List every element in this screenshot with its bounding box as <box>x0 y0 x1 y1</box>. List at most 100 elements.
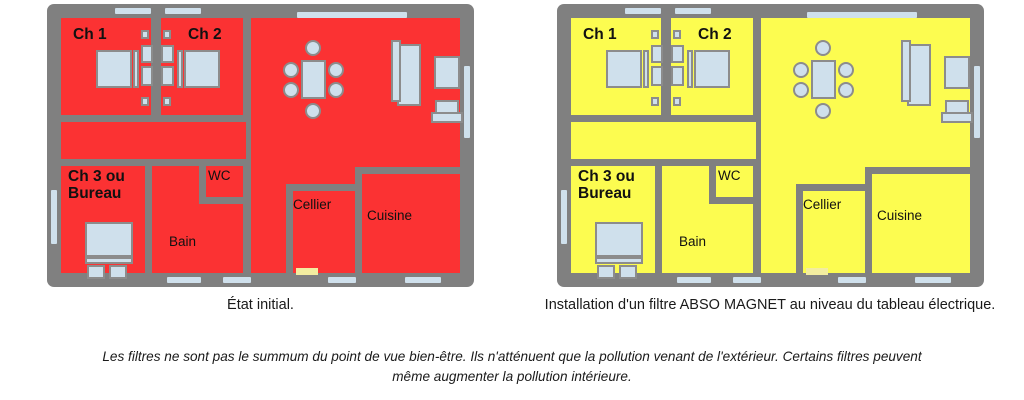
dining-chair-top <box>815 40 831 56</box>
stool-ch1-bottom <box>651 97 659 106</box>
dining-table <box>301 60 326 99</box>
stool-ch2-top <box>163 30 171 39</box>
bed-ch3-mattress <box>85 222 133 257</box>
room-fill-wc <box>202 165 246 203</box>
bed-ch2-mattress <box>184 50 220 88</box>
room-label-ch1: Ch 1 <box>73 26 107 43</box>
stool-ch3-right <box>109 265 127 279</box>
bed-ch2-mattress <box>694 50 730 88</box>
wall-bedrooms-bottom <box>571 115 756 122</box>
room-label-bain: Bain <box>679 234 707 249</box>
wall-cellier-top <box>796 184 872 191</box>
wall-cellier-left <box>286 184 293 273</box>
window-top-sejour <box>297 12 407 18</box>
window-left-ch3 <box>561 190 567 244</box>
sofa-back <box>901 40 911 102</box>
bed-ch2-headboard <box>687 50 693 88</box>
floor-plan-filtered: Ch 1 Ch 2 Ch 3 ou Bureau Bain WC Cellier… <box>557 4 984 287</box>
armchair-lower-base <box>941 112 973 123</box>
stool-ch2-bottom <box>673 97 681 106</box>
dining-table <box>811 60 836 99</box>
armchair-upper <box>944 56 970 89</box>
dining-chair-right-upper <box>838 62 854 78</box>
room-label-cuisine: Cuisine <box>877 208 923 223</box>
window-right-sejour <box>974 66 980 138</box>
door-cellier-exterior <box>296 268 318 275</box>
wall-ch1-ch2-vertical <box>661 18 668 117</box>
caption-initial: État initial. <box>227 297 294 313</box>
window-bottom-cellier <box>838 277 866 283</box>
dining-chair-left-upper <box>793 62 809 78</box>
room-label-ch1: Ch 1 <box>583 26 617 43</box>
bed-ch1-headboard-a <box>133 50 139 88</box>
bed-ch1-mattress <box>96 50 132 88</box>
wall-cuisine-left <box>355 167 362 273</box>
dining-chair-bottom <box>305 103 321 119</box>
window-top-ch2 <box>165 8 201 14</box>
room-fill-cuisine <box>361 170 460 273</box>
sofa <box>907 44 931 106</box>
window-bottom-bain-2 <box>223 277 251 283</box>
window-bottom-cuisine <box>915 277 951 283</box>
wall-bain-sejour-vertical <box>753 159 760 273</box>
stool-ch2-top <box>673 30 681 39</box>
window-right-sejour <box>464 66 470 138</box>
window-top-ch1 <box>625 8 661 14</box>
room-label-ch2: Ch 2 <box>698 26 732 43</box>
nightstand-ch1-bottom <box>651 66 663 86</box>
bed-ch3-mattress <box>595 222 643 257</box>
nightstand-ch1-top <box>141 45 153 63</box>
stool-ch1-top <box>141 30 149 39</box>
stool-ch3-left <box>597 265 615 279</box>
window-bottom-cuisine <box>405 277 441 283</box>
dining-chair-left-lower <box>793 82 809 98</box>
caption-filtered: Installation d'un filtre ABSO MAGNET au … <box>544 297 996 313</box>
wall-cuisine-left <box>865 167 872 273</box>
nightstand-ch2-top <box>161 45 174 63</box>
room-label-ch3: Ch 3 ou Bureau <box>68 168 125 202</box>
stool-ch1-bottom <box>141 97 149 106</box>
wall-wc-bottom <box>199 197 250 204</box>
nightstand-ch1-bottom <box>141 66 153 86</box>
wall-bedrooms-right <box>753 18 760 122</box>
wall-hall-bottom <box>571 159 756 166</box>
nightstand-ch1-top <box>651 45 663 63</box>
stool-ch2-bottom <box>163 97 171 106</box>
room-fill-hall <box>61 122 246 160</box>
window-bottom-bain <box>677 277 711 283</box>
wall-wc-bottom <box>709 197 760 204</box>
room-fill-wc <box>712 165 756 203</box>
room-label-wc: WC <box>718 168 741 183</box>
dining-chair-left-upper <box>283 62 299 78</box>
dining-chair-right-upper <box>328 62 344 78</box>
dining-chair-bottom <box>815 103 831 119</box>
armchair-upper <box>434 56 460 89</box>
armchair-lower-base <box>431 112 463 123</box>
nightstand-ch2-bottom <box>671 66 684 86</box>
footnote-text: Les filtres ne sont pas le summum du poi… <box>102 349 922 384</box>
room-fill-cellier <box>290 187 356 273</box>
floor-plan-initial: Ch 1 Ch 2 Ch 3 ou Bureau Bain WC Cellier… <box>47 4 474 287</box>
window-left-ch3 <box>51 190 57 244</box>
stool-ch3-right <box>619 265 637 279</box>
room-label-cellier: Cellier <box>293 197 332 212</box>
wall-ch3-bain-vertical <box>145 159 152 273</box>
nightstand-ch2-bottom <box>161 66 174 86</box>
wall-bedrooms-right <box>243 18 250 122</box>
window-bottom-cellier <box>328 277 356 283</box>
wall-cellier-left <box>796 184 803 273</box>
nightstand-ch2-top <box>671 45 684 63</box>
wall-ch1-ch2-vertical <box>151 18 158 117</box>
dining-chair-right-lower <box>838 82 854 98</box>
wall-cuisine-top <box>865 167 970 174</box>
room-label-cellier: Cellier <box>803 197 842 212</box>
window-bottom-bain-2 <box>733 277 761 283</box>
stool-ch1-top <box>651 30 659 39</box>
dining-chair-right-lower <box>328 82 344 98</box>
bed-ch1-mattress <box>606 50 642 88</box>
wall-wc-left <box>199 159 206 203</box>
window-top-ch1 <box>115 8 151 14</box>
room-label-ch3: Ch 3 ou Bureau <box>578 168 635 202</box>
room-label-ch2: Ch 2 <box>188 26 222 43</box>
